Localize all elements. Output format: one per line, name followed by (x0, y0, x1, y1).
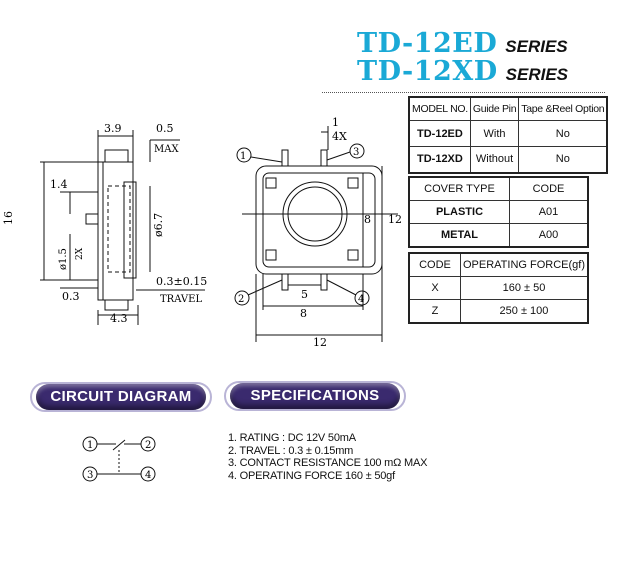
spec-item: 2. TRAVEL : 0.3 ± 0.15mm (228, 444, 354, 457)
force-table-cell: Z (408, 299, 461, 324)
side-view-guide-pin (85, 213, 99, 225)
circuit-diagram: 1 2 3 4 (82, 436, 156, 482)
spec-item: 3. CONTACT RESISTANCE 100 mΩ MAX (228, 457, 428, 469)
model-table: MODEL NO. Guide Pin Tape &Reel Option TD… (408, 96, 609, 174)
force-table: CODE OPERATING FORCE(gf) X 160 ± 50 Z 25… (408, 252, 589, 324)
spec-item: 4. OPERATING FORCE 160 ± 50gf (228, 469, 395, 482)
pin-marker-2 (234, 290, 250, 306)
model-table-cell: TD-12XD (408, 146, 471, 173)
model-table-header-tape: Tape &Reel Option (518, 96, 608, 121)
specifications-heading: SPECIFICATIONS (224, 381, 406, 411)
dim-travel-label: TRAVEL (160, 294, 202, 305)
model-table-cell: Without (469, 146, 520, 173)
dim-12-bottom: 12 (313, 336, 327, 348)
dim-phi-1-5: ø1.5 (58, 248, 69, 270)
model-table-header-model: MODEL NO. (408, 96, 471, 121)
dim-0-5: 0.5 (156, 122, 174, 135)
circuit-pin-1: 1 (87, 440, 93, 451)
dim-8-inner: 8 (364, 213, 371, 226)
model-table-cell: No (518, 146, 608, 173)
specifications-list: 1. RATING : DC 12V 50mA 2. TRAVEL : 0.3 … (228, 432, 427, 482)
dim-0-3: 0.3 (62, 290, 80, 303)
dim-1: 1 (332, 116, 339, 129)
force-table-header-code: CODE (408, 252, 461, 277)
circuit-pin-4: 4 (145, 470, 151, 481)
switch-contact (112, 439, 126, 451)
dim-4x: 4X (332, 130, 347, 143)
model-title-ed: TD-12ED (357, 28, 498, 59)
cover-table-cell: A01 (509, 200, 589, 224)
spec-item: 1. RATING : DC 12V 50mA (228, 432, 356, 444)
dim-max: MAX (154, 144, 179, 155)
force-table-cell: X (408, 276, 461, 300)
side-view-body (97, 161, 134, 301)
cover-table-header-type: COVER TYPE (408, 176, 510, 201)
dim-travel-value: 0.3±0.15 (156, 275, 207, 288)
series-label-2: SERIES (505, 65, 569, 84)
pin-label-3: 3 (353, 147, 359, 158)
cover-table: COVER TYPE CODE PLASTIC A01 METAL A00 (408, 176, 589, 248)
force-table-header-force: OPERATING FORCE(gf) (459, 252, 589, 277)
side-view-plunger (107, 185, 131, 273)
cover-table-cell: PLASTIC (408, 200, 510, 224)
dim-12-right: 12 (388, 213, 402, 226)
title-divider (322, 92, 605, 93)
circuit-pin-2: 2 (145, 440, 151, 451)
model-table-cell: With (469, 120, 520, 147)
dim-4-3: 4.3 (110, 312, 128, 325)
dim-16: 16 (2, 211, 15, 225)
force-table-cell: 160 ± 50 (459, 276, 589, 300)
cover-table-header-code: CODE (509, 176, 589, 201)
model-table-header-guide: Guide Pin (469, 96, 520, 121)
pin-label-4: 4 (358, 294, 364, 305)
pin-marker-4 (354, 290, 370, 306)
title-line-2: TD-12XD SERIES (357, 56, 568, 87)
pin-marker-1 (236, 147, 252, 163)
pin-marker-3 (349, 143, 365, 159)
dim-3-9: 3.9 (104, 122, 122, 135)
dim-1-4: 1.4 (50, 178, 68, 191)
model-title-xd: TD-12XD (357, 56, 498, 87)
model-table-cell: TD-12ED (408, 120, 471, 147)
title-line-1: TD-12ED SERIES (357, 28, 568, 59)
side-view-button-cap (123, 181, 137, 279)
top-view-drawing: 1 4X 1 3 2 4 8 12 5 8 12 (234, 116, 402, 348)
cover-table-cell: METAL (408, 223, 510, 248)
force-table-cell: 250 ± 100 (459, 299, 589, 324)
model-table-cell: No (518, 120, 608, 147)
side-view-drawing: 3.9 0.5 MAX 1.4 16 ø6.7 ø1.5 2X 0.3 0.3±… (2, 122, 207, 325)
dim-8-bottom: 8 (300, 307, 307, 320)
dim-5: 5 (301, 288, 308, 301)
series-label-1: SERIES (505, 37, 568, 56)
circuit-pin-3: 3 (87, 470, 93, 481)
dim-phi-6-7: ø6.7 (152, 213, 165, 237)
dim-2x: 2X (75, 247, 85, 260)
cover-table-cell: A00 (509, 223, 589, 248)
pin-label-2: 2 (238, 294, 244, 305)
circuit-diagram-heading: CIRCUIT DIAGRAM (30, 382, 212, 412)
pin-label-1: 1 (240, 151, 246, 162)
